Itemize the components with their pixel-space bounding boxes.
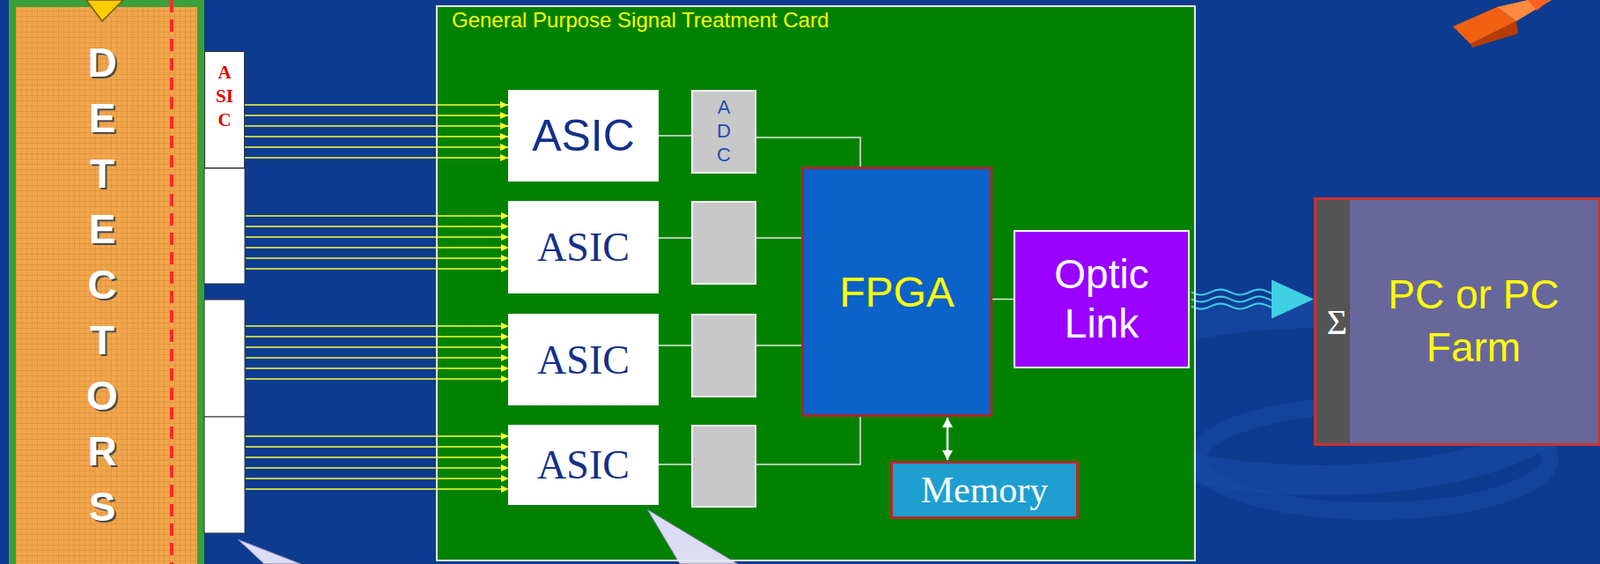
arrow-head <box>500 101 509 109</box>
connector <box>756 137 861 167</box>
logo-block <box>1496 0 1552 22</box>
signal-wire <box>245 267 502 270</box>
channel-box <box>204 416 245 533</box>
signal-wire <box>245 435 502 437</box>
dashed-line <box>169 0 174 564</box>
signal-wire <box>245 466 502 469</box>
chip-label: ASIC <box>537 223 630 271</box>
signal-wire <box>245 367 502 369</box>
chip-label: ASIC <box>531 110 635 162</box>
signal-wire <box>245 377 502 380</box>
detector-label: DETECTORS <box>81 35 123 535</box>
signal-wire <box>245 324 502 327</box>
optic-label: Optic Link <box>1015 250 1188 347</box>
asic-chip: ASIC <box>508 200 659 294</box>
arrow-head <box>942 417 953 428</box>
connector-line <box>658 416 861 465</box>
arrow-head <box>500 132 509 141</box>
memory-box: Memory <box>890 460 1079 519</box>
connector-line <box>244 146 509 148</box>
connector <box>658 416 861 465</box>
signal-wire <box>245 225 502 228</box>
pc-label: PC or PC Farm <box>1349 268 1599 375</box>
connector <box>992 298 1014 300</box>
signal-wire <box>245 214 502 217</box>
optic-link-box: Optic Link <box>1013 229 1190 369</box>
detector-band: DETECTORS <box>8 0 205 564</box>
signal-wire <box>245 356 502 359</box>
arrow-head <box>1271 280 1314 319</box>
logo-block <box>1470 21 1519 48</box>
connector-line <box>658 134 692 137</box>
memory-label: Memory <box>921 468 1049 511</box>
logo-block <box>1527 0 1550 11</box>
connector-line <box>244 156 509 159</box>
connector-line <box>244 135 509 138</box>
asic-chip: ASIC <box>508 424 659 505</box>
connector-line <box>756 137 861 167</box>
signal-wire <box>245 346 502 348</box>
signal-wire <box>245 477 502 480</box>
chip-label: ASIC <box>215 60 235 133</box>
optic-wave <box>1191 289 1274 295</box>
signal-wire <box>245 235 502 238</box>
arrow-head <box>942 449 953 460</box>
channel-box <box>204 299 245 417</box>
adc-box <box>692 425 756 507</box>
arrow-head <box>500 111 509 119</box>
card-fill <box>435 5 1196 561</box>
arrow-head <box>500 154 509 162</box>
signal-wire <box>245 487 502 490</box>
callout-pointer <box>647 508 738 564</box>
connector-line <box>992 298 1014 301</box>
signal-wire <box>245 257 502 259</box>
chip-label: ASIC <box>537 441 630 488</box>
signal-wire <box>245 445 502 448</box>
connector <box>1191 280 1314 319</box>
sum-symbol: Σ <box>1327 301 1348 343</box>
fpga-label: FPGA <box>839 267 955 317</box>
chip-label: ASIC <box>537 336 630 384</box>
signal-card: General Purpose Signal Treatment CardASI… <box>435 5 1196 561</box>
adc-box <box>692 201 756 284</box>
connector <box>942 417 953 460</box>
signal-wire <box>245 246 502 249</box>
optic-wave <box>1191 296 1274 303</box>
connector <box>658 135 692 137</box>
adc-box <box>692 314 756 397</box>
connector <box>244 101 509 162</box>
asic-chip: ASIC <box>508 313 659 406</box>
asic-chip: ASIC <box>204 51 245 169</box>
asic-chip: ASIC <box>508 89 659 182</box>
card-title: General Purpose Signal Treatment Card <box>451 7 829 33</box>
fpga-box: FPGA <box>801 166 993 417</box>
adc-box: ADC <box>691 89 757 174</box>
channel-box <box>204 168 245 284</box>
connector-line <box>244 103 509 106</box>
callout-pointer <box>86 0 124 22</box>
connector-line <box>244 114 509 117</box>
arrow-head <box>500 143 509 151</box>
signal-wire <box>245 335 502 338</box>
arrow-head <box>500 122 509 130</box>
callout-pointer <box>237 538 302 564</box>
pc-box: PC or PC Farm <box>1349 197 1600 446</box>
connector-line <box>244 125 509 127</box>
chip-label: ADC <box>714 95 734 167</box>
signal-wire <box>245 456 502 458</box>
optic-wave <box>1191 303 1274 310</box>
